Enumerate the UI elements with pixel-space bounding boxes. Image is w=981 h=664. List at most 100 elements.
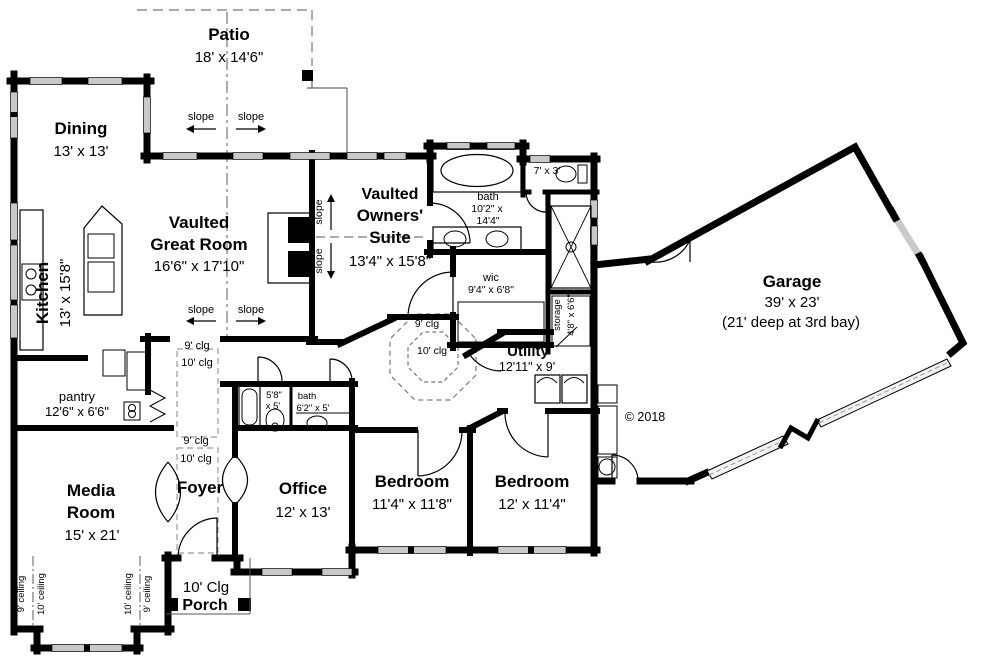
master-bath-dims-2: 14'4" <box>476 215 500 227</box>
office-dims: 12' x 13' <box>276 504 331 521</box>
washer-dryer-fixture <box>534 374 588 404</box>
storage-label: storage <box>552 299 563 331</box>
garage-door-bay2 <box>816 358 952 428</box>
wic-shelves-fixture <box>457 301 545 343</box>
garage-walls <box>590 142 968 486</box>
slope-label: slope <box>188 111 214 123</box>
water-heater-fixture <box>123 401 141 421</box>
utility-dims: 12'11" x 9' <box>499 360 555 374</box>
media-room-label-2: Room <box>67 503 115 522</box>
garage-note: (21' deep at 3rd bay) <box>722 314 860 331</box>
fireplace-fixture <box>267 212 315 284</box>
pantry-bifold-door <box>148 389 167 423</box>
utility-door-arc <box>469 354 502 372</box>
garage-dims: 39' x 23' <box>765 294 820 311</box>
porch-columns <box>165 558 251 615</box>
ceiling10-label: 10' ceiling <box>36 573 47 615</box>
doors <box>148 191 691 559</box>
slope-arrows <box>186 125 335 325</box>
front-door-arc <box>177 517 218 559</box>
wic-dims: 9'4" x 6'8" <box>468 284 514 296</box>
hall-clg9-label: 9' clg <box>184 340 209 352</box>
owners-suite-label-3: Suite <box>369 228 411 247</box>
porch-label: Porch <box>182 597 227 614</box>
hall-bath-door2-arc <box>329 358 353 382</box>
storage-dims: 4'8" x 6'6" <box>566 294 577 336</box>
toilet-fixture <box>555 164 588 184</box>
hall-bath-dims-1: 5'8" <box>266 390 282 401</box>
labels: Patio 18' x 14'6" slope slope Dining 13'… <box>16 25 860 615</box>
master-bath-dims-1: 10'2" x <box>471 203 503 215</box>
dining-dims: 13' x 13' <box>54 143 109 160</box>
bedroom1-label: Bedroom <box>375 472 450 491</box>
double-vanity-fixture <box>432 226 522 252</box>
patio-dims: 18' x 14'6" <box>195 49 264 66</box>
wic-label: wic <box>482 272 499 284</box>
master-bath-door-arc <box>429 202 471 244</box>
foyer-clg9-label: 9' clg <box>183 435 208 447</box>
master-tub-fixture <box>432 148 522 193</box>
hall-cabinets-fixture <box>102 349 148 421</box>
wic-door-arc <box>407 271 454 318</box>
slope-label: slope <box>313 199 325 224</box>
kitchen-counter-fixture <box>19 209 44 351</box>
media-opening-arcs <box>155 461 181 523</box>
toilet-room-dims: 7' x 3' <box>534 165 561 177</box>
hall-bath-dims2: 6'2" x 5' <box>297 403 330 414</box>
interior-walls <box>11 140 600 561</box>
foyer-label: Foyer <box>177 478 224 497</box>
foyer-clg10-label: 10' clg <box>180 453 211 465</box>
dining-label: Dining <box>55 119 108 138</box>
ceiling9-label: 9' ceiling <box>142 576 153 613</box>
great-room-label-2: Great Room <box>150 235 247 254</box>
great-room-dims: 16'6" x 17'10" <box>154 258 245 275</box>
pantry-dims: 12'6" x 6'6" <box>45 404 109 419</box>
storage-door-leaf <box>555 326 578 348</box>
hall-bath-fixtures <box>238 384 352 432</box>
storage-shelves-fixture <box>551 295 591 347</box>
master-bath-label: bath <box>477 191 498 203</box>
bedroom2-door-arc <box>504 412 549 458</box>
toilet-room-door-arc <box>525 191 547 213</box>
windows <box>10 77 598 652</box>
bedroom2-dims: 12' x 11'4" <box>498 496 566 513</box>
slope-label: slope <box>313 248 325 273</box>
octagon-clg9-label: 9' clg <box>415 318 439 330</box>
owners-suite-label-2: Owners' <box>357 206 423 225</box>
patio-label: Patio <box>208 25 250 44</box>
garage-label: Garage <box>763 272 822 291</box>
slope-label: slope <box>188 304 214 316</box>
owners-suite-dims: 13'4" x 15'8" <box>349 253 431 270</box>
slope-label: slope <box>238 304 264 316</box>
octagon-clg10-label: 10' clg <box>417 345 447 357</box>
garage-cabinets-fixture <box>597 384 618 479</box>
garage-door-step <box>777 417 821 450</box>
patio-post <box>302 70 313 81</box>
bedroom1-door-arc <box>417 429 463 477</box>
kitchen-island-fixture <box>83 205 123 316</box>
office-label: Office <box>279 479 327 498</box>
great-room-label-1: Vaulted <box>169 213 229 232</box>
shower-fixture <box>550 205 592 289</box>
kitchen-dims: 13' x 15'8" <box>57 259 74 328</box>
hall-clg10-label: 10' clg <box>181 357 212 369</box>
pantry-label: pantry <box>59 389 96 404</box>
copyright-label: © 2018 <box>625 410 666 424</box>
kitchen-label: Kitchen <box>33 262 52 324</box>
owners-suite-label-1: Vaulted <box>362 186 419 203</box>
office-opening-arcs <box>221 454 249 506</box>
media-room-label-1: Media <box>67 481 116 500</box>
bedroom1-dims: 11'4" x 11'8" <box>372 496 452 513</box>
garage-entry-door-arc <box>651 239 691 263</box>
hall-bath-label: bath <box>298 391 317 402</box>
media-room-dims: 15' x 21' <box>65 527 120 544</box>
hall-bath-dims-2: x 5' <box>266 401 281 412</box>
slope-label: slope <box>238 111 264 123</box>
ceiling9-label: 9' ceiling <box>16 576 27 613</box>
bedroom2-label: Bedroom <box>495 472 570 491</box>
porch-clg-label: 10' Clg <box>183 579 229 596</box>
garage-side-door-arc <box>611 454 639 482</box>
utility-label: Utility <box>507 343 549 360</box>
